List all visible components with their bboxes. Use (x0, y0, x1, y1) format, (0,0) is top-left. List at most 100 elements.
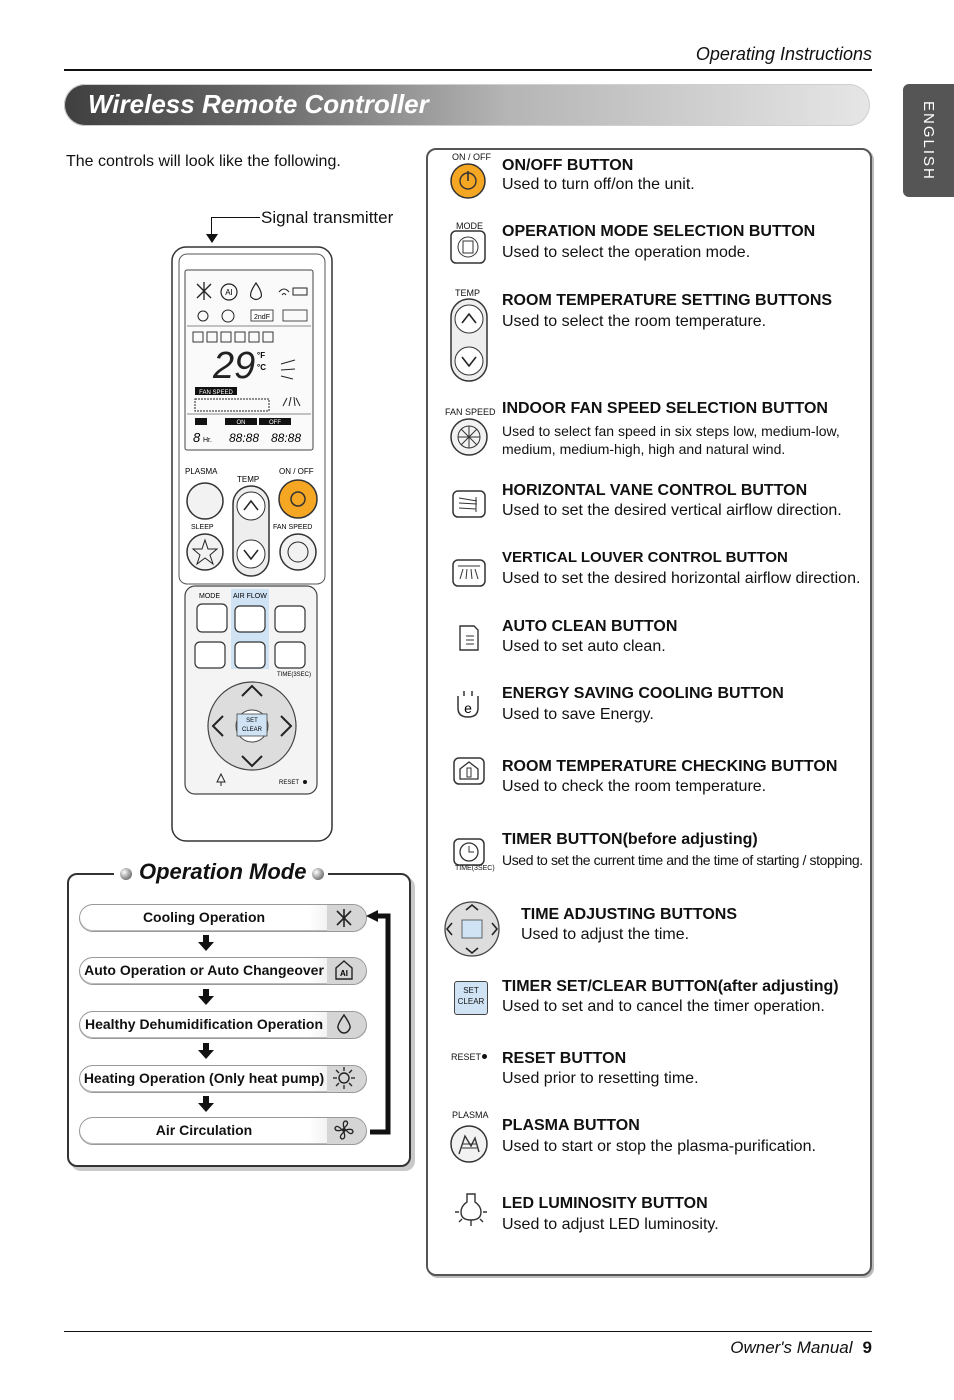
icon-label: TIME(3SEC) (455, 865, 495, 872)
item-title: RESET BUTTON (502, 1050, 627, 1067)
arrow-down-icon (198, 1043, 214, 1059)
auto-ai-icon (220, 283, 238, 301)
temp-rocker-icon (450, 298, 488, 382)
label-fan-speed: FAN SPEED (273, 524, 312, 531)
language-tab-label: ENGLISH (920, 100, 937, 181)
temp-up-button (236, 491, 266, 521)
label-plasma: PLASMA (185, 467, 218, 476)
battery-icon (292, 287, 308, 296)
label-on-off: ON / OFF (279, 467, 314, 476)
lcd-unit-c: °C (257, 363, 266, 372)
item-desc: Used to start or stop the plasma-purific… (502, 1138, 816, 1155)
lcd-2ndf: 2ndF (254, 314, 270, 321)
remote-controller-illustration: AI 2ndF 29 °F °C FAN SPEED ON OFF 8 Hr. … (171, 246, 333, 842)
vertical-louver-icon (452, 559, 486, 587)
item-desc: Used to adjust the time. (521, 926, 690, 943)
item-title: TIMER SET/CLEAR BUTTON(after adjusting) (502, 978, 839, 995)
icon-label: FAN SPEED (445, 407, 496, 417)
lcd-unit-f: °F (257, 351, 265, 360)
chevron-left-icon (211, 715, 224, 737)
page-number: 9 (862, 1338, 872, 1357)
icon-label: RESET (451, 1052, 482, 1062)
plasma-button (186, 482, 224, 520)
header-title: Operating Instructions (695, 44, 872, 64)
button-descriptions-panel (426, 148, 872, 1276)
label-sleep: SLEEP (191, 524, 214, 531)
lcd-ai: AI (225, 288, 233, 297)
item-desc: Used to select the room temperature. (502, 313, 767, 330)
lcd-off: OFF (269, 420, 281, 426)
item-desc: Used to select fan speed in six steps lo… (502, 423, 840, 457)
item-desc: Used to set the desired vertical airflow… (502, 502, 842, 519)
signal-arrow-icon (206, 234, 218, 243)
item-desc: Used to turn off/on the unit. (502, 176, 695, 193)
item-title: HORIZONTAL VANE CONTROL BUTTON (502, 482, 808, 499)
mode-icon (450, 230, 486, 264)
label-reset: RESET (279, 780, 299, 786)
svg-text:e: e (464, 700, 472, 716)
item-desc: Used to select the operation mode. (502, 244, 751, 261)
item-desc: Used to adjust LED luminosity. (502, 1216, 719, 1233)
snowflake-icon (196, 282, 212, 300)
label-clear: CLEAR (242, 727, 263, 733)
bullet-icon (120, 868, 132, 880)
lcd-fan-speed: FAN SPEED (199, 390, 233, 396)
fan-icon (287, 541, 309, 563)
time-adjusting-dial-icon (444, 901, 500, 957)
item-title: INDOOR FAN SPEED SELECTION BUTTON (502, 400, 828, 417)
water-drop-icon (337, 1013, 351, 1034)
item-title: PLASMA BUTTON (502, 1117, 640, 1134)
set-clear-icon (454, 981, 488, 1015)
set-clear-button (236, 713, 268, 737)
operation-mode-item (79, 1011, 367, 1039)
bullet-icon (312, 868, 324, 880)
vertical-louver-button (234, 641, 266, 669)
item-title: ON/OFF BUTTON (502, 157, 634, 174)
header-rule (64, 69, 872, 71)
chevron-up-icon (243, 499, 259, 511)
bulb-icon (216, 772, 226, 786)
chevron-right-icon (280, 715, 293, 737)
led-bulb-icon (455, 1193, 487, 1226)
item-title: VERTICAL LOUVER CONTROL BUTTON (502, 549, 788, 566)
label-mode: MODE (199, 593, 220, 600)
power-icon (290, 491, 306, 507)
operation-mode-title: Operation Mode (139, 859, 307, 884)
operation-mode-label: Cooling Operation (142, 909, 266, 925)
lcd-time-off: 88:88 (271, 431, 301, 445)
operation-mode-item (79, 1065, 367, 1093)
operation-mode-label: Air Circulation (155, 1122, 253, 1138)
plasma-icon (450, 1125, 488, 1163)
operation-mode-label: Healthy Dehumidification Operation (84, 1016, 324, 1032)
label-time-sec: TIME(3SEC) (277, 672, 311, 678)
title-banner (64, 84, 870, 126)
water-drop-icon (249, 281, 263, 301)
mode-button (196, 603, 228, 633)
item-title: ENERGY SAVING COOLING BUTTON (502, 685, 784, 702)
chevron-up-icon (241, 684, 263, 697)
lcd-time-on: 88:88 (229, 431, 259, 445)
clear-label: CLEAR (457, 997, 485, 1006)
intro-text: The controls will look like the followin… (66, 153, 341, 170)
item-desc: Used to check the room temperature. (502, 778, 767, 795)
item-desc: Used to save Energy. (502, 706, 654, 723)
arrow-down-icon (198, 1096, 214, 1112)
signal-icon (278, 288, 290, 296)
svg-text:AI: AI (340, 969, 348, 978)
label-air-flow: AIR FLOW (233, 593, 267, 600)
page-title: Wireless Remote Controller (88, 89, 429, 119)
lcd-digit: 8 (193, 430, 201, 445)
item-title: TIMER BUTTON(before adjusting) (502, 831, 758, 848)
room-temp-check-icon (453, 757, 485, 785)
operation-mode-item (79, 957, 367, 985)
lcd-temperature: 29 (212, 345, 255, 387)
auto-clean-remote-button (194, 641, 226, 669)
lcd-on: ON (237, 420, 246, 426)
chevron-down-icon (243, 549, 259, 561)
star-icon (191, 538, 219, 566)
power-icon (450, 163, 486, 199)
arrow-down-icon (198, 935, 214, 951)
fan-speed-button (279, 533, 317, 571)
horizontal-vane-button (234, 605, 266, 633)
